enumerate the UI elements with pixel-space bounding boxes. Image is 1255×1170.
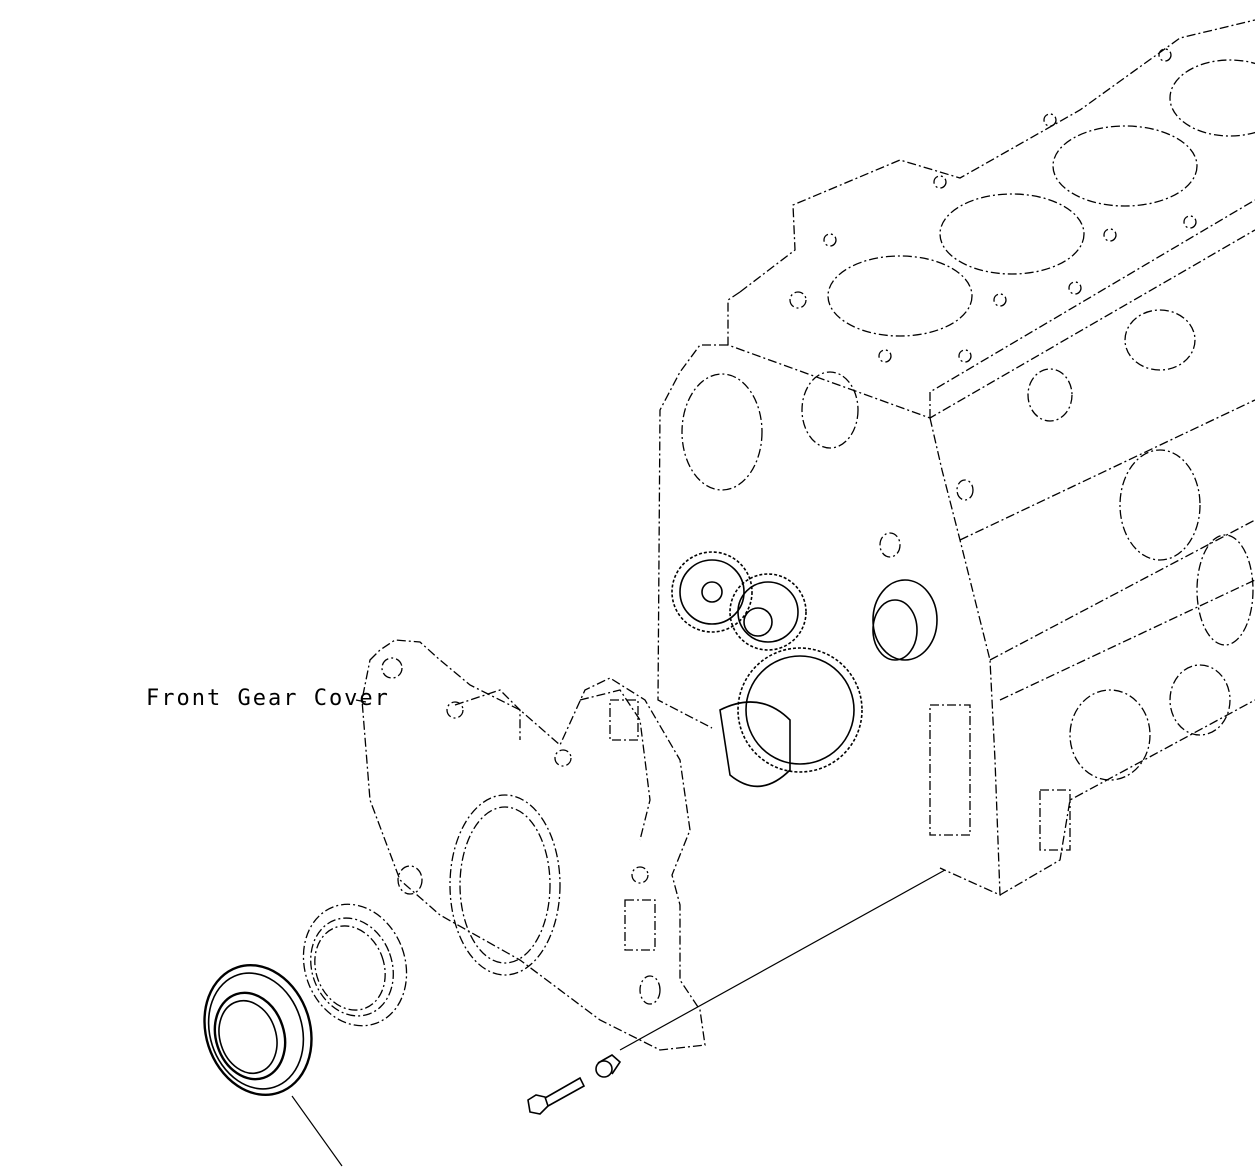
- wear-sleeve: [203, 964, 313, 1096]
- gear-train: [671, 551, 938, 788]
- callout-leader: [355, 699, 367, 703]
- alignment-line: [619, 869, 946, 1051]
- dowel-pin: [595, 1054, 622, 1078]
- front-gear-cover-label: Front Gear Cover: [146, 686, 390, 711]
- leader-line: [291, 1095, 343, 1167]
- engine-block: [657, 19, 1255, 897]
- mounting-bolt: [527, 1076, 586, 1115]
- front-gear-cover: [361, 639, 706, 1051]
- front-oil-seal: [302, 903, 408, 1027]
